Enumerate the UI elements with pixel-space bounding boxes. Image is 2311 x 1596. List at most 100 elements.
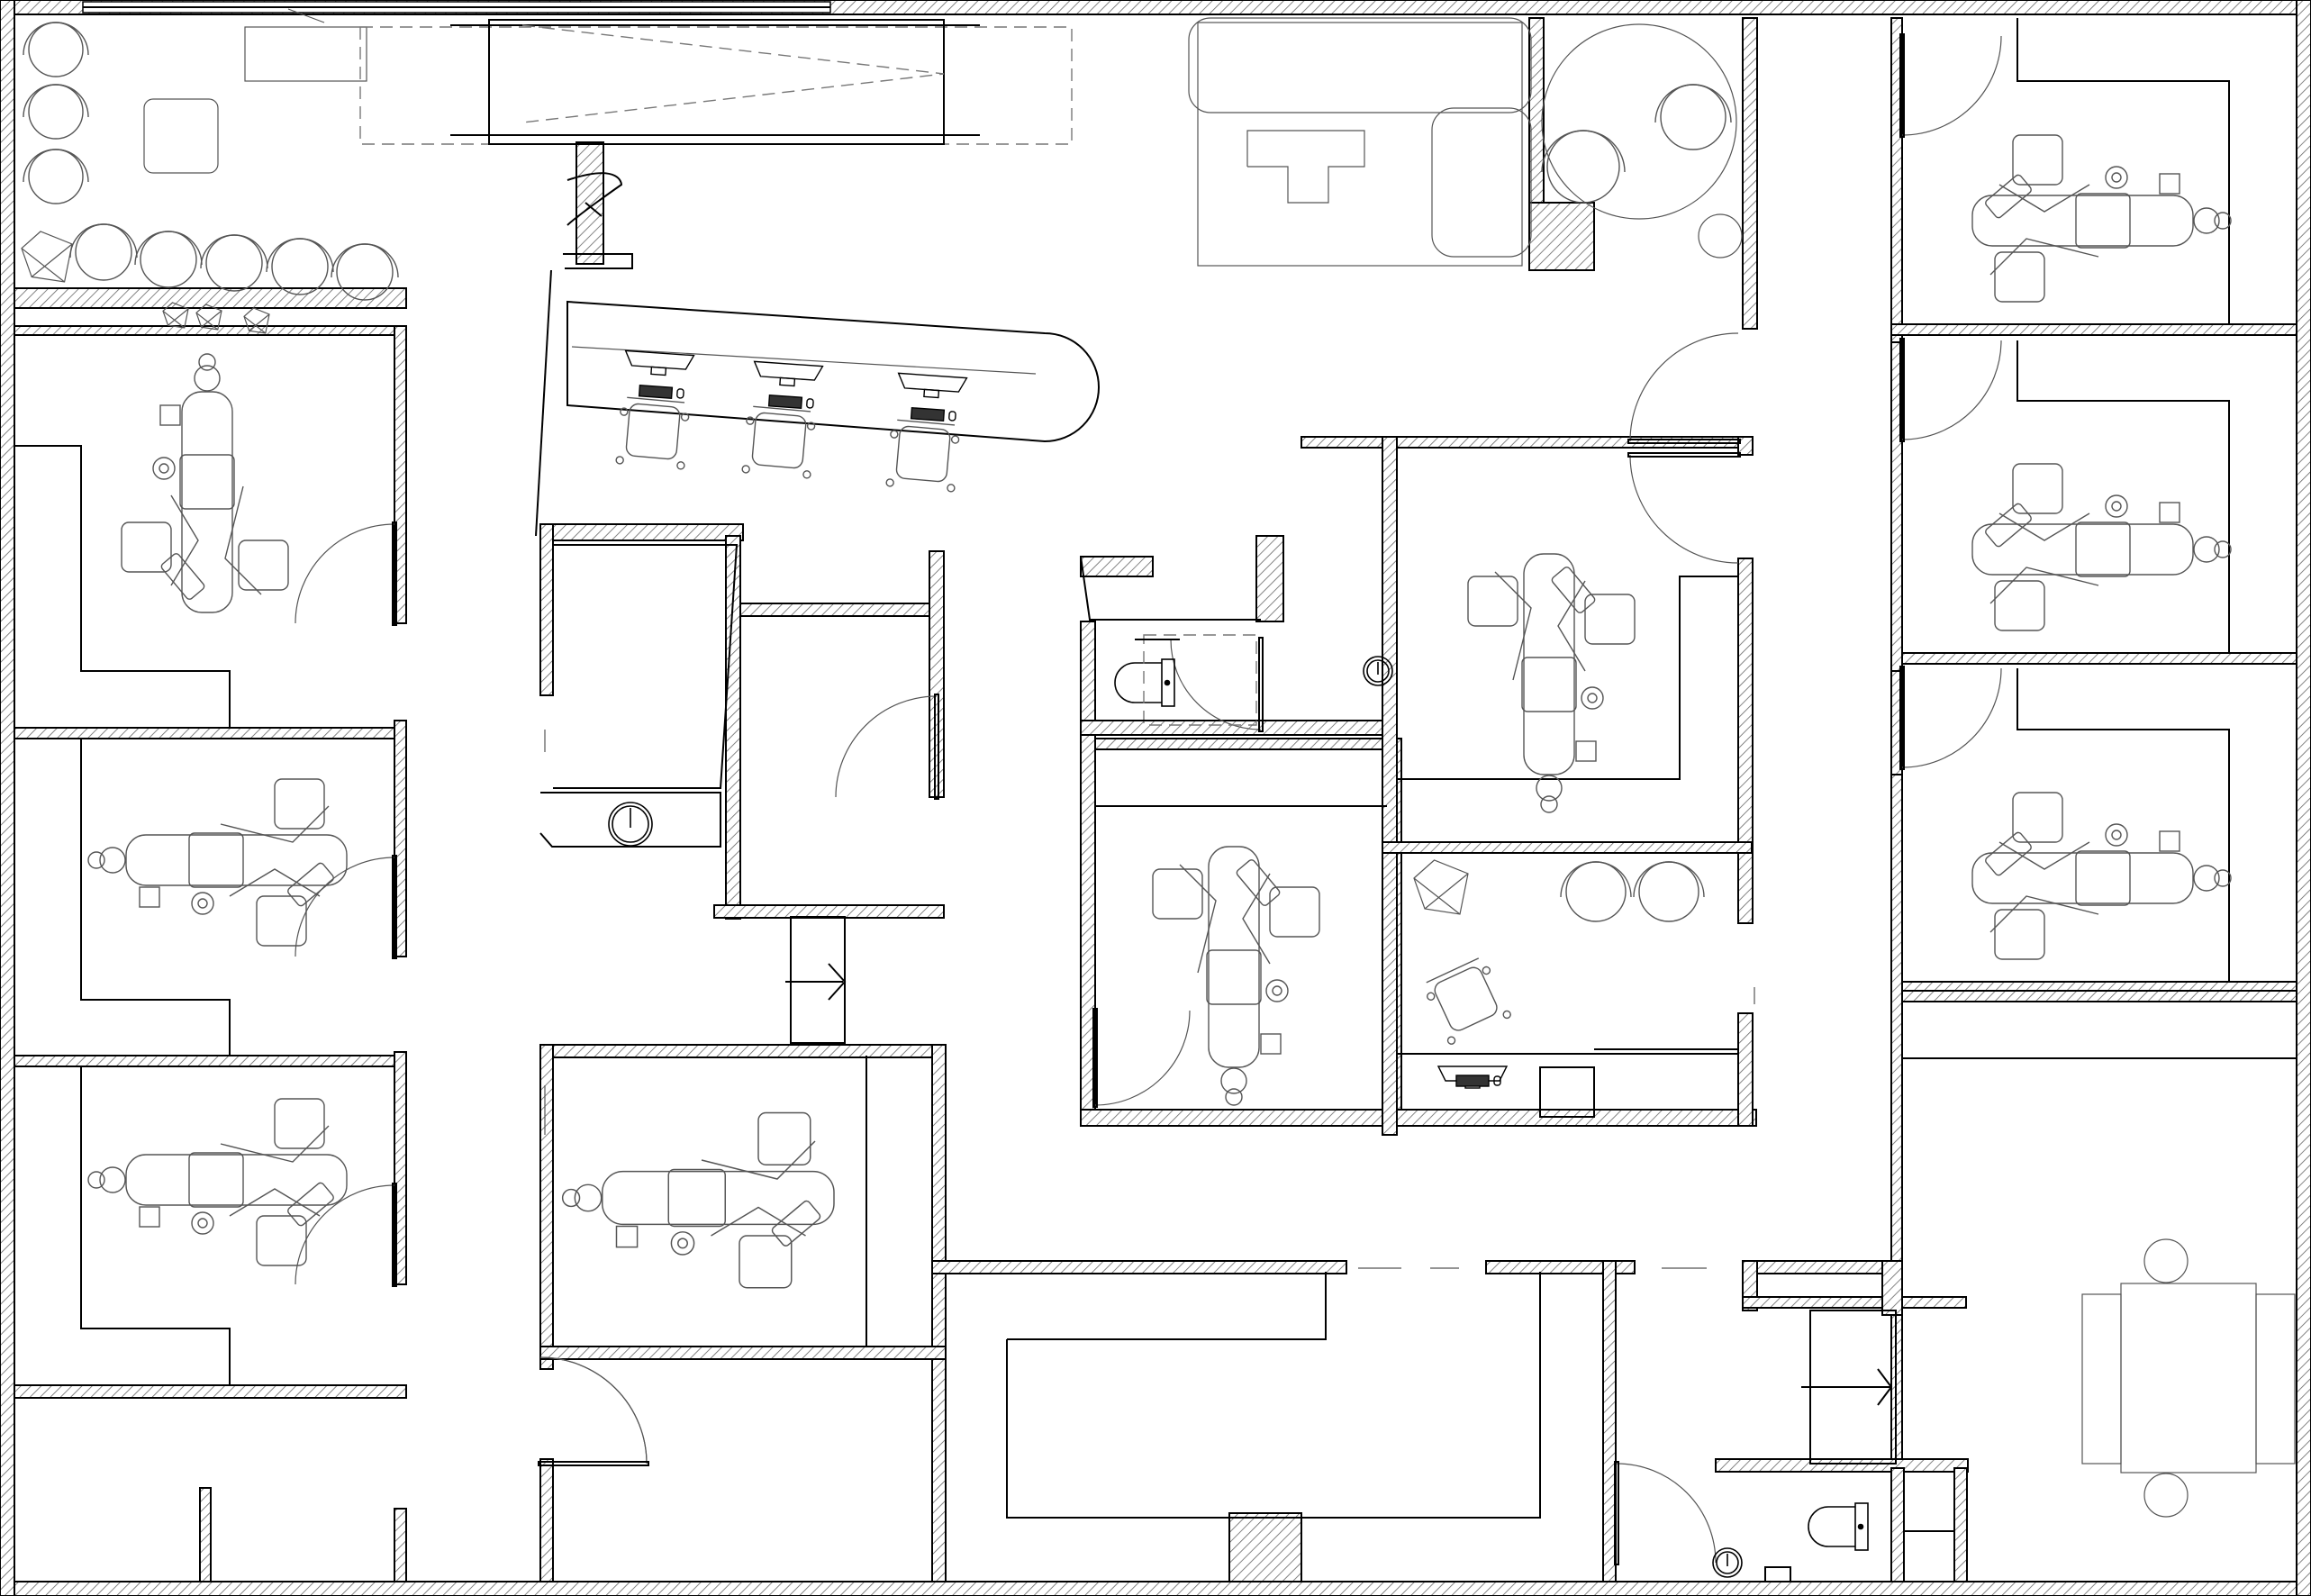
toilet-valve bbox=[1857, 1523, 1864, 1530]
plant-leaf bbox=[249, 313, 270, 331]
wall-room-3-bottom bbox=[14, 1384, 407, 1399]
office-chair-caster bbox=[802, 470, 811, 479]
door-swing-arc bbox=[1616, 1463, 1717, 1564]
armchair-back bbox=[1541, 130, 1626, 173]
wall-lab-right bbox=[929, 550, 945, 798]
chair-headrest-pad bbox=[1225, 1088, 1243, 1106]
door-leaf bbox=[1899, 338, 1905, 442]
chair-body bbox=[1971, 195, 2194, 247]
sofa-side bbox=[1431, 107, 1532, 258]
armchair-icon bbox=[23, 149, 89, 204]
toilet-tank bbox=[1161, 658, 1175, 707]
chair-headrest-pad bbox=[561, 1188, 581, 1208]
side-table bbox=[143, 98, 219, 174]
plant-pot bbox=[21, 231, 73, 283]
stair-arrow-head bbox=[828, 963, 847, 1001]
chair-spittoon-drain bbox=[197, 898, 208, 909]
nightstand bbox=[2255, 1293, 2296, 1465]
monitor-icon bbox=[753, 360, 824, 387]
chair-light-base bbox=[2159, 830, 2180, 852]
office-chair-icon bbox=[1426, 957, 1511, 1045]
wall-lounge-column bbox=[1528, 202, 1595, 271]
chair-spittoon-drain bbox=[677, 1238, 688, 1249]
wall-office-post bbox=[1737, 436, 1754, 456]
mouse bbox=[1493, 1075, 1501, 1086]
round-rug bbox=[1541, 23, 1737, 220]
office-chair-seat bbox=[625, 403, 681, 460]
waste-bin bbox=[1764, 1566, 1791, 1582]
armchair-icon bbox=[200, 234, 268, 292]
office-chair-icon bbox=[885, 419, 960, 493]
monitor-screen bbox=[624, 349, 695, 370]
chair-body bbox=[1971, 523, 2194, 576]
office-chair-back bbox=[753, 405, 811, 413]
chair-console bbox=[274, 778, 325, 830]
chair-tray bbox=[1551, 567, 1596, 613]
chair-seat bbox=[188, 1152, 244, 1208]
chair-arm-2 bbox=[229, 868, 321, 897]
monitor-screen bbox=[1436, 1066, 1509, 1082]
door-swing-arc bbox=[835, 695, 938, 798]
stair-arrow bbox=[585, 202, 603, 217]
mouse bbox=[676, 388, 684, 399]
wall-wc2-left bbox=[1890, 1467, 1905, 1582]
coffee-table bbox=[1246, 130, 1365, 204]
chair-arm-2 bbox=[1998, 512, 2090, 541]
monitor-stand bbox=[650, 366, 667, 376]
chair-headrest-pad bbox=[2214, 212, 2232, 230]
chair-spittoon-drain bbox=[159, 463, 169, 474]
chair-stool bbox=[256, 1215, 307, 1266]
monitor-icon bbox=[897, 372, 968, 399]
office-chair-caster bbox=[676, 461, 685, 470]
armchair-back bbox=[200, 234, 268, 269]
chair-body bbox=[1523, 553, 1575, 775]
plant-leaf bbox=[31, 243, 73, 277]
chair-headrest bbox=[194, 365, 221, 392]
wall-room-4-bottom bbox=[539, 1346, 947, 1360]
toilet-bowl bbox=[1808, 1506, 1855, 1547]
office-chair-caster bbox=[1502, 1010, 1511, 1020]
office-chair-caster bbox=[615, 456, 624, 465]
chair-console bbox=[1152, 868, 1203, 920]
door-swing-arc bbox=[1629, 454, 1739, 564]
pillow bbox=[2143, 1238, 2189, 1283]
lounge-rug bbox=[1197, 22, 1523, 267]
chair-stool bbox=[1584, 594, 1636, 645]
stair-arrow-head bbox=[566, 172, 623, 226]
counter-side bbox=[535, 269, 552, 537]
door-swing-arc bbox=[1901, 667, 2002, 768]
chair-seat bbox=[179, 454, 235, 510]
chair-spittoon-drain bbox=[2111, 501, 2122, 512]
wc-outline bbox=[1080, 556, 1261, 621]
chair-body bbox=[125, 1154, 348, 1206]
chair-seat bbox=[188, 832, 244, 888]
wall-room-1-right bbox=[394, 325, 407, 624]
door-leaf bbox=[1899, 33, 1905, 138]
armchair-back bbox=[23, 22, 89, 56]
wall-stairs-top bbox=[1742, 1260, 1892, 1274]
exterior-wall-right bbox=[2296, 0, 2311, 1596]
chair-light-base bbox=[2159, 502, 2180, 523]
armchair-back bbox=[69, 223, 138, 258]
office-chair-caster bbox=[746, 416, 755, 425]
door-leaf bbox=[1627, 452, 1741, 458]
chair-headrest bbox=[2193, 865, 2220, 892]
chair-stool bbox=[2012, 792, 2063, 843]
armchair-back bbox=[23, 84, 89, 118]
dental-chair-icon bbox=[121, 353, 289, 613]
lab-counter bbox=[539, 792, 721, 848]
wall-lab-left bbox=[539, 523, 554, 696]
monitor-icon bbox=[624, 349, 695, 376]
pillow bbox=[2143, 1473, 2189, 1518]
plant-leaf bbox=[243, 315, 267, 334]
door-leaf bbox=[1258, 637, 1264, 732]
plant-leaf bbox=[21, 248, 65, 283]
wall-office-right-lower bbox=[1737, 1012, 1754, 1127]
cabinet-outline bbox=[80, 1066, 231, 1385]
armchair-icon bbox=[1560, 861, 1632, 922]
door-swing-arc bbox=[1901, 340, 2002, 440]
keyboard-icon bbox=[910, 407, 956, 422]
cabinet-outline bbox=[1396, 576, 1738, 780]
